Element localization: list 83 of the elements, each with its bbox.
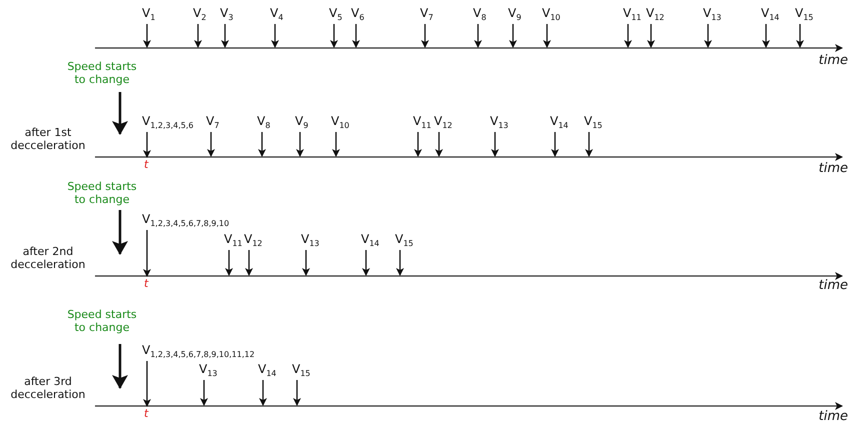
arrow [293, 380, 301, 406]
vehicle-label: V$_{1,2,3,4,5,6,7,8,9,10}$ [142, 212, 230, 226]
arrow [396, 250, 404, 276]
arrow [143, 24, 151, 48]
arrow [296, 132, 304, 157]
speed-change-note: Speed starts to change [66, 180, 138, 206]
vehicle-label: V$_{12}$ [434, 114, 452, 128]
vehicle-label: V$_{11}$ [623, 6, 642, 20]
row-label: after 3rd decceleration [10, 375, 86, 401]
time-marker: t [144, 277, 148, 291]
vehicle-label: V$_{15}$ [795, 6, 814, 20]
vehicle-label: V$_{10}$ [331, 114, 350, 128]
arrow [362, 250, 370, 276]
arrow [762, 24, 770, 48]
arrow [352, 24, 360, 48]
vehicle-label: V$_{2}$ [193, 6, 206, 20]
vehicle-label: V$_{9}$ [295, 114, 308, 128]
arrow [143, 132, 151, 158]
arrow [221, 24, 229, 48]
axis-label: time [818, 279, 848, 292]
time-marker: t [144, 158, 148, 172]
vehicle-label: V$_{3}$ [220, 6, 234, 20]
arrow [491, 132, 499, 157]
vehicle-label: V$_{7}$ [206, 114, 220, 128]
time-marker: t [144, 407, 148, 421]
arrow [796, 24, 804, 48]
arrow [225, 250, 233, 276]
vehicle-label: V$_{14}$ [361, 232, 380, 246]
arrow [414, 132, 422, 157]
arrow [704, 24, 712, 48]
vehicle-label: V$_{15}$ [584, 114, 602, 128]
axis-label: time [818, 54, 848, 67]
vehicle-label: V$_{13}$ [490, 114, 508, 128]
vehicle-label: V$_{11}$ [413, 114, 432, 128]
vehicle-label: V$_{1}$ [142, 6, 156, 20]
arrow [647, 24, 655, 48]
arrow [194, 24, 202, 48]
arrow [258, 132, 266, 157]
vehicle-label: V$_{13}$ [199, 362, 218, 376]
vehicle-label: V$_{10}$ [542, 6, 560, 20]
vehicle-label: V$_{15}$ [292, 362, 310, 376]
vehicle-label: V$_{7}$ [420, 6, 434, 20]
vehicle-label: V$_{5}$ [329, 6, 342, 20]
vehicle-label: V$_{1,2,3,4,5,6}$ [142, 114, 194, 128]
arrow [200, 380, 208, 406]
speed-change-note: Speed starts to change [66, 308, 138, 334]
vehicle-label: V$_{14}$ [761, 6, 780, 20]
arrow [435, 132, 443, 157]
arrow [143, 230, 151, 277]
arrow [271, 24, 279, 48]
vehicle-label: V$_{6}$ [351, 6, 364, 20]
arrow [585, 132, 593, 157]
vehicle-label: V$_{12}$ [244, 232, 262, 246]
arrow [624, 24, 632, 48]
row-label: after 2nd decceleration [10, 245, 86, 271]
arrow [302, 250, 310, 276]
axis-label: time [818, 410, 848, 423]
arrow [245, 250, 253, 276]
vehicle-label: V$_{8}$ [473, 6, 486, 20]
arrow [143, 361, 151, 407]
vehicle-label: V$_{9}$ [508, 6, 522, 20]
arrow [207, 132, 215, 157]
arrow [330, 24, 338, 48]
vehicle-label: V$_{1,2,3,4,5,6,7,8,9,10,11,12}$ [142, 343, 255, 357]
vehicle-label: V$_{8}$ [257, 114, 270, 128]
arrow [551, 132, 559, 157]
vehicle-label: V$_{12}$ [646, 6, 664, 20]
vehicle-label: V$_{14}$ [258, 362, 276, 376]
vehicle-label: V$_{11}$ [224, 232, 242, 246]
vehicle-label: V$_{4}$ [270, 6, 284, 20]
axis-label: time [818, 162, 848, 175]
row-label: after 1st decceleration [10, 126, 86, 152]
vehicle-label: V$_{14}$ [550, 114, 568, 128]
arrow [259, 380, 267, 406]
vehicle-label: V$_{15}$ [395, 232, 414, 246]
arrow [421, 24, 429, 48]
arrow [509, 24, 517, 48]
vehicle-label: V$_{13}$ [301, 232, 320, 246]
arrow [332, 132, 340, 157]
vehicle-label: V$_{13}$ [703, 6, 722, 20]
speed-change-note: Speed starts to change [66, 60, 138, 86]
arrow [474, 24, 482, 48]
arrow [543, 24, 551, 48]
